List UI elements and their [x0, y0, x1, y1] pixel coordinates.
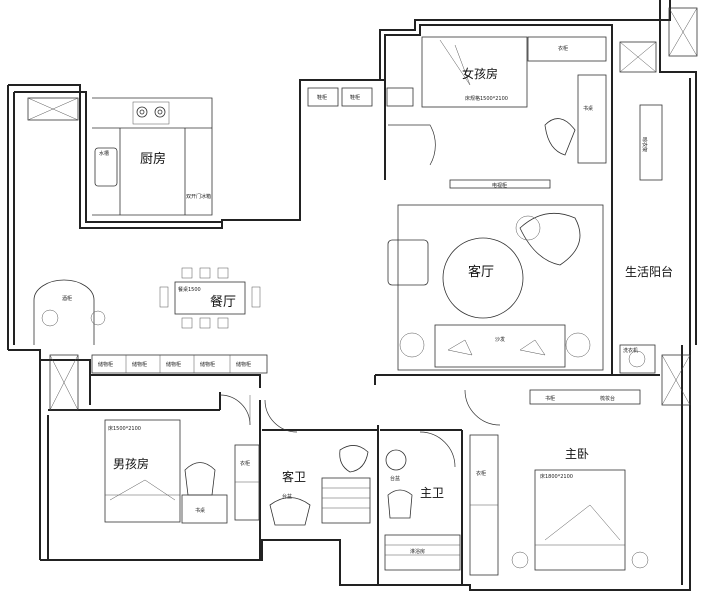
storage-label-3: 储物柜 — [166, 361, 181, 368]
dining-area — [33, 267, 268, 374]
boy-room-area — [104, 394, 260, 524]
fridge-label: 双开门冰箱 — [186, 193, 211, 200]
girl-bed-label: 床规格1500*2100 — [465, 95, 508, 102]
girl-room-label: 女孩房 — [462, 66, 498, 81]
living-room-area — [387, 204, 604, 371]
guest-bath-area — [264, 399, 371, 526]
kitchen-label: 厨房 — [140, 151, 166, 167]
shaft-boxes — [27, 7, 698, 411]
dining-label: 餐厅 — [210, 294, 236, 310]
master-wardrobe-label: 衣柜 — [476, 470, 486, 477]
storage-label-4: 储物柜 — [200, 361, 215, 368]
outer-walls — [7, 0, 697, 591]
living-room-label: 客厅 — [468, 264, 494, 280]
shoe-cabinet-label-1: 鞋柜 — [317, 94, 327, 101]
bookshelf-label: 书柜 — [545, 395, 555, 402]
master-basin-label: 台盆 — [390, 475, 400, 482]
master-bedroom-label: 主卧 — [565, 447, 589, 461]
girl-wardrobe-label: 衣柜 — [558, 45, 568, 52]
girl-room-area — [388, 36, 607, 189]
entry-cabinets — [307, 87, 414, 107]
sofa-label: 沙发 — [495, 336, 505, 343]
sink-label: 水槽 — [99, 150, 109, 157]
master-bath-area — [384, 431, 461, 571]
master-bedroom-area — [464, 389, 649, 576]
dining-table-label: 餐桌1500 — [178, 286, 201, 293]
dresser-label: 梳妆台 — [600, 395, 615, 402]
master-bed-label: 床1800*2100 — [540, 473, 573, 480]
laundry-label: 洗衣机 — [623, 347, 638, 354]
tv-cabinet-label: 电视柜 — [492, 182, 507, 189]
shower-label: 淋浴房 — [410, 548, 425, 555]
wine-cabinet-label: 酒柜 — [62, 295, 72, 302]
storage-label-5: 储物柜 — [236, 361, 251, 368]
boy-room-label: 男孩房 — [113, 456, 149, 471]
drying-rack-label: 晾衣架 — [641, 137, 648, 152]
storage-label-1: 储物柜 — [98, 361, 113, 368]
guest-basin-label: 台盆 — [282, 493, 292, 500]
balcony-label: 生活阳台 — [625, 264, 673, 279]
master-bath-label: 主卫 — [420, 486, 444, 500]
boy-wardrobe-label: 衣柜 — [240, 460, 250, 467]
kitchen-area — [92, 97, 213, 216]
shoe-cabinet-label-2: 鞋柜 — [350, 94, 360, 101]
guest-bath-label: 客卫 — [282, 469, 306, 484]
balcony-area — [619, 104, 663, 374]
storage-label-2: 储物柜 — [132, 361, 147, 368]
boy-bed-label: 床1500*2100 — [108, 425, 141, 432]
girl-desk-label: 书桌 — [583, 105, 593, 112]
boy-desk-label: 书桌 — [195, 507, 205, 514]
